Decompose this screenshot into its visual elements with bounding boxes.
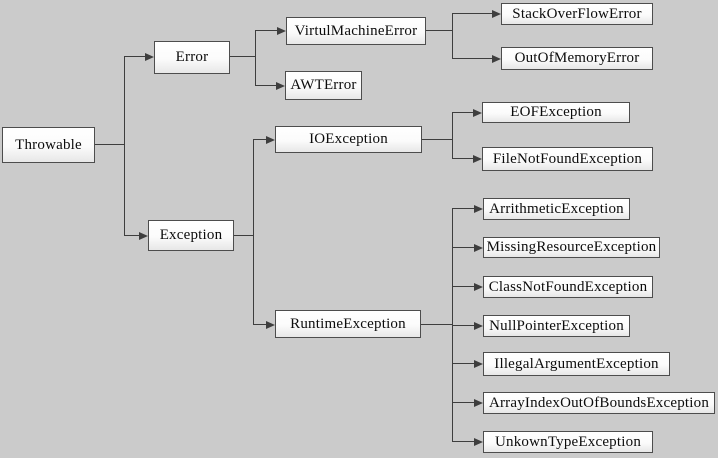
connector-line bbox=[452, 363, 474, 365]
node-array-index-out-of-bounds-exception: ArrayIndexOutOfBoundsException bbox=[483, 392, 715, 414]
arrowhead bbox=[474, 322, 483, 330]
node-out-of-memory-error-label: OutOfMemoryError bbox=[514, 50, 640, 66]
node-runtime-exception: RuntimeException bbox=[275, 310, 421, 338]
connector-line bbox=[452, 208, 474, 210]
node-null-pointer-exception-label: NullPointerException bbox=[489, 317, 624, 334]
node-awt-error-label: AWTError bbox=[290, 77, 357, 93]
node-throwable: Throwable bbox=[2, 127, 95, 163]
node-exception-label: Exception bbox=[159, 227, 223, 243]
node-awt-error: AWTError bbox=[285, 71, 362, 100]
arrowhead bbox=[276, 82, 285, 90]
connector-line bbox=[452, 441, 474, 443]
arrowhead bbox=[277, 27, 286, 35]
node-error-label: Error bbox=[175, 49, 209, 65]
connector-line bbox=[255, 85, 276, 87]
arrowhead bbox=[474, 205, 483, 213]
node-runtime-exception-label: RuntimeException bbox=[290, 315, 406, 332]
node-eof-exception: EOFException bbox=[482, 102, 630, 123]
connector-line bbox=[426, 30, 453, 32]
node-exception: Exception bbox=[148, 220, 234, 251]
connector-line bbox=[452, 13, 492, 15]
connector-line bbox=[234, 235, 254, 237]
connector-line bbox=[452, 112, 473, 114]
arrowhead bbox=[474, 438, 483, 446]
arrowhead bbox=[266, 321, 275, 329]
connector-line bbox=[253, 139, 255, 325]
node-array-index-out-of-bounds-exception-label: ArrayIndexOutOfBoundsException bbox=[488, 394, 710, 411]
node-arrithmetic-exception: ArrithmeticException bbox=[483, 198, 630, 220]
node-missing-resource-exception: MissingResourceException bbox=[483, 237, 660, 258]
connector-line bbox=[124, 56, 126, 236]
node-file-not-found-exception-label: FileNotFoundException bbox=[492, 150, 643, 167]
arrowhead bbox=[266, 136, 275, 144]
node-out-of-memory-error: OutOfMemoryError bbox=[501, 47, 653, 70]
connector-line bbox=[421, 324, 453, 326]
arrowhead bbox=[145, 53, 154, 61]
connector-line bbox=[452, 325, 474, 327]
connector-line bbox=[95, 144, 125, 146]
node-stack-overflow-error-label: StackOverFlowError bbox=[512, 5, 642, 22]
connector-line bbox=[452, 247, 474, 249]
node-error: Error bbox=[154, 41, 230, 74]
node-illegal-argument-exception-label: IllegalArgumentException bbox=[494, 355, 659, 372]
node-unkown-type-exception-label: UnkownTypeException bbox=[494, 433, 642, 450]
node-virtual-machine-error-label: VirtulMachineError bbox=[294, 22, 418, 39]
connector-line bbox=[452, 58, 492, 60]
node-unkown-type-exception: UnkownTypeException bbox=[483, 431, 653, 453]
node-class-not-found-exception: ClassNotFoundException bbox=[483, 276, 653, 298]
node-virtual-machine-error: VirtulMachineError bbox=[286, 17, 426, 45]
arrowhead bbox=[473, 155, 482, 163]
node-class-not-found-exception-label: ClassNotFoundException bbox=[488, 278, 648, 295]
connector-line bbox=[422, 139, 453, 141]
node-file-not-found-exception: FileNotFoundException bbox=[482, 147, 653, 171]
connector-line bbox=[124, 56, 145, 58]
connector-line bbox=[452, 13, 454, 59]
node-eof-exception-label: EOFException bbox=[510, 104, 602, 120]
arrowhead bbox=[473, 109, 482, 117]
arrowhead bbox=[492, 10, 501, 18]
connector-line bbox=[253, 139, 266, 141]
node-null-pointer-exception: NullPointerException bbox=[483, 315, 630, 337]
node-stack-overflow-error: StackOverFlowError bbox=[501, 3, 653, 25]
connector-line bbox=[253, 324, 266, 326]
node-missing-resource-exception-label: MissingResourceException bbox=[486, 239, 657, 255]
node-throwable-label: Throwable bbox=[15, 136, 82, 153]
arrowhead bbox=[474, 283, 483, 291]
arrowhead bbox=[139, 232, 148, 240]
arrowhead bbox=[474, 360, 483, 368]
arrowhead bbox=[492, 55, 501, 63]
connector-line bbox=[452, 158, 473, 160]
arrowhead bbox=[474, 244, 483, 252]
connector-line bbox=[452, 112, 454, 159]
arrowhead bbox=[474, 399, 483, 407]
connector-line bbox=[255, 30, 257, 86]
connector-line bbox=[230, 56, 256, 58]
connector-line bbox=[124, 235, 139, 237]
node-arrithmetic-exception-label: ArrithmeticException bbox=[489, 200, 624, 217]
connector-line bbox=[452, 286, 474, 288]
node-io-exception-label: IOException bbox=[309, 131, 388, 147]
node-io-exception: IOException bbox=[275, 126, 422, 153]
connector-line bbox=[452, 402, 474, 404]
node-illegal-argument-exception: IllegalArgumentException bbox=[483, 352, 670, 376]
connector-line bbox=[255, 30, 277, 32]
